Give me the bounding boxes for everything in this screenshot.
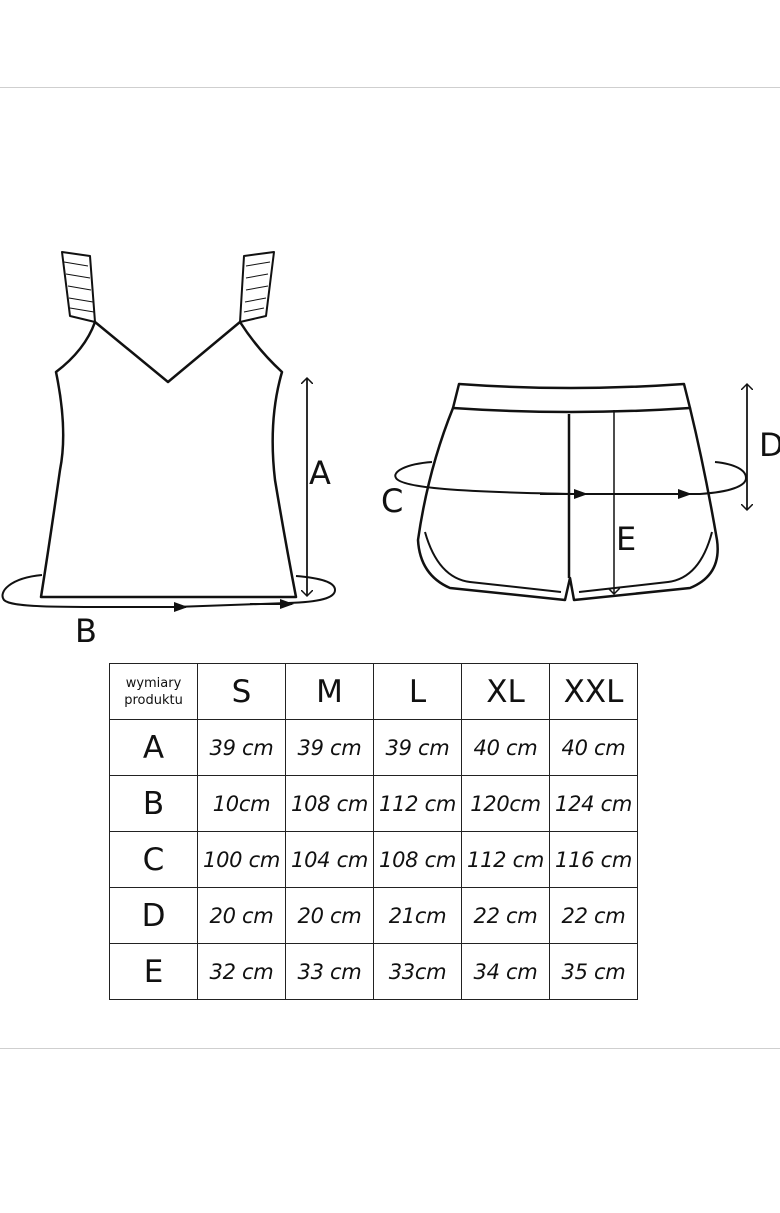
size-header-xxl: XXL [549, 663, 638, 720]
table-cell: 20 cm [197, 887, 286, 944]
label-b: B [75, 612, 97, 650]
table-cell: 33cm [373, 943, 462, 1000]
table-row: D 20 cm 20 cm 21cm 22 cm 22 cm [109, 887, 638, 944]
table-row: C 100 cm 104 cm 108 cm 112 cm 116 cm [109, 831, 638, 888]
table-row: A 39 cm 39 cm 39 cm 40 cm 40 cm [109, 719, 638, 776]
row-label-d: D [109, 887, 198, 944]
size-table: wymiary produktu S M L XL XXL A 39 cm 39… [109, 663, 638, 1000]
size-header-l: L [373, 663, 462, 720]
table-cell: 40 cm [549, 719, 638, 776]
table-cell: 108 cm [373, 831, 462, 888]
table-cell: 112 cm [461, 831, 550, 888]
row-label-c: C [109, 831, 198, 888]
table-cell: 33 cm [285, 943, 374, 1000]
table-cell: 34 cm [461, 943, 550, 1000]
table-cell: 10cm [197, 775, 286, 832]
size-header-s: S [197, 663, 286, 720]
size-header-xl: XL [461, 663, 550, 720]
table-cell: 40 cm [461, 719, 550, 776]
camisole-top-drawing [39, 251, 298, 599]
measure-c-loop [394, 461, 748, 499]
row-label-e: E [109, 943, 198, 1000]
table-cell: 112 cm [373, 775, 462, 832]
corner-line-1: wymiary [125, 675, 182, 691]
size-header-row: wymiary produktu S M L XL XXL [109, 663, 638, 720]
label-a: A [309, 454, 331, 492]
table-cell: 120cm [461, 775, 550, 832]
label-e: E [616, 520, 636, 558]
table-cell: 21cm [373, 887, 462, 944]
table-row: B 10cm 108 cm 112 cm 120cm 124 cm [109, 775, 638, 832]
bottom-divider [0, 1048, 780, 1049]
table-cell: 104 cm [285, 831, 374, 888]
table-cell: 100 cm [197, 831, 286, 888]
row-label-a: A [109, 719, 198, 776]
table-cell: 32 cm [197, 943, 286, 1000]
table-cell: 108 cm [285, 775, 374, 832]
table-row: E 32 cm 33 cm 33cm 34 cm 35 cm [109, 943, 638, 1000]
label-d: D [759, 426, 780, 464]
row-label-b: B [109, 775, 198, 832]
table-cell: 39 cm [197, 719, 286, 776]
top-divider [0, 87, 780, 88]
table-cell: 22 cm [549, 887, 638, 944]
table-cell: 35 cm [549, 943, 638, 1000]
corner-line-2: produktu [124, 692, 183, 708]
label-c: C [381, 482, 403, 520]
table-cell: 22 cm [461, 887, 550, 944]
table-cell: 20 cm [285, 887, 374, 944]
table-cell: 39 cm [373, 719, 462, 776]
table-cell: 124 cm [549, 775, 638, 832]
size-header-m: M [285, 663, 374, 720]
table-cell: 39 cm [285, 719, 374, 776]
measure-b-loop [1, 574, 337, 612]
table-corner-caption: wymiary produktu [109, 663, 198, 720]
shorts-drawing [416, 382, 719, 602]
garment-diagram: A B C D E [1, 251, 780, 650]
table-cell: 116 cm [549, 831, 638, 888]
